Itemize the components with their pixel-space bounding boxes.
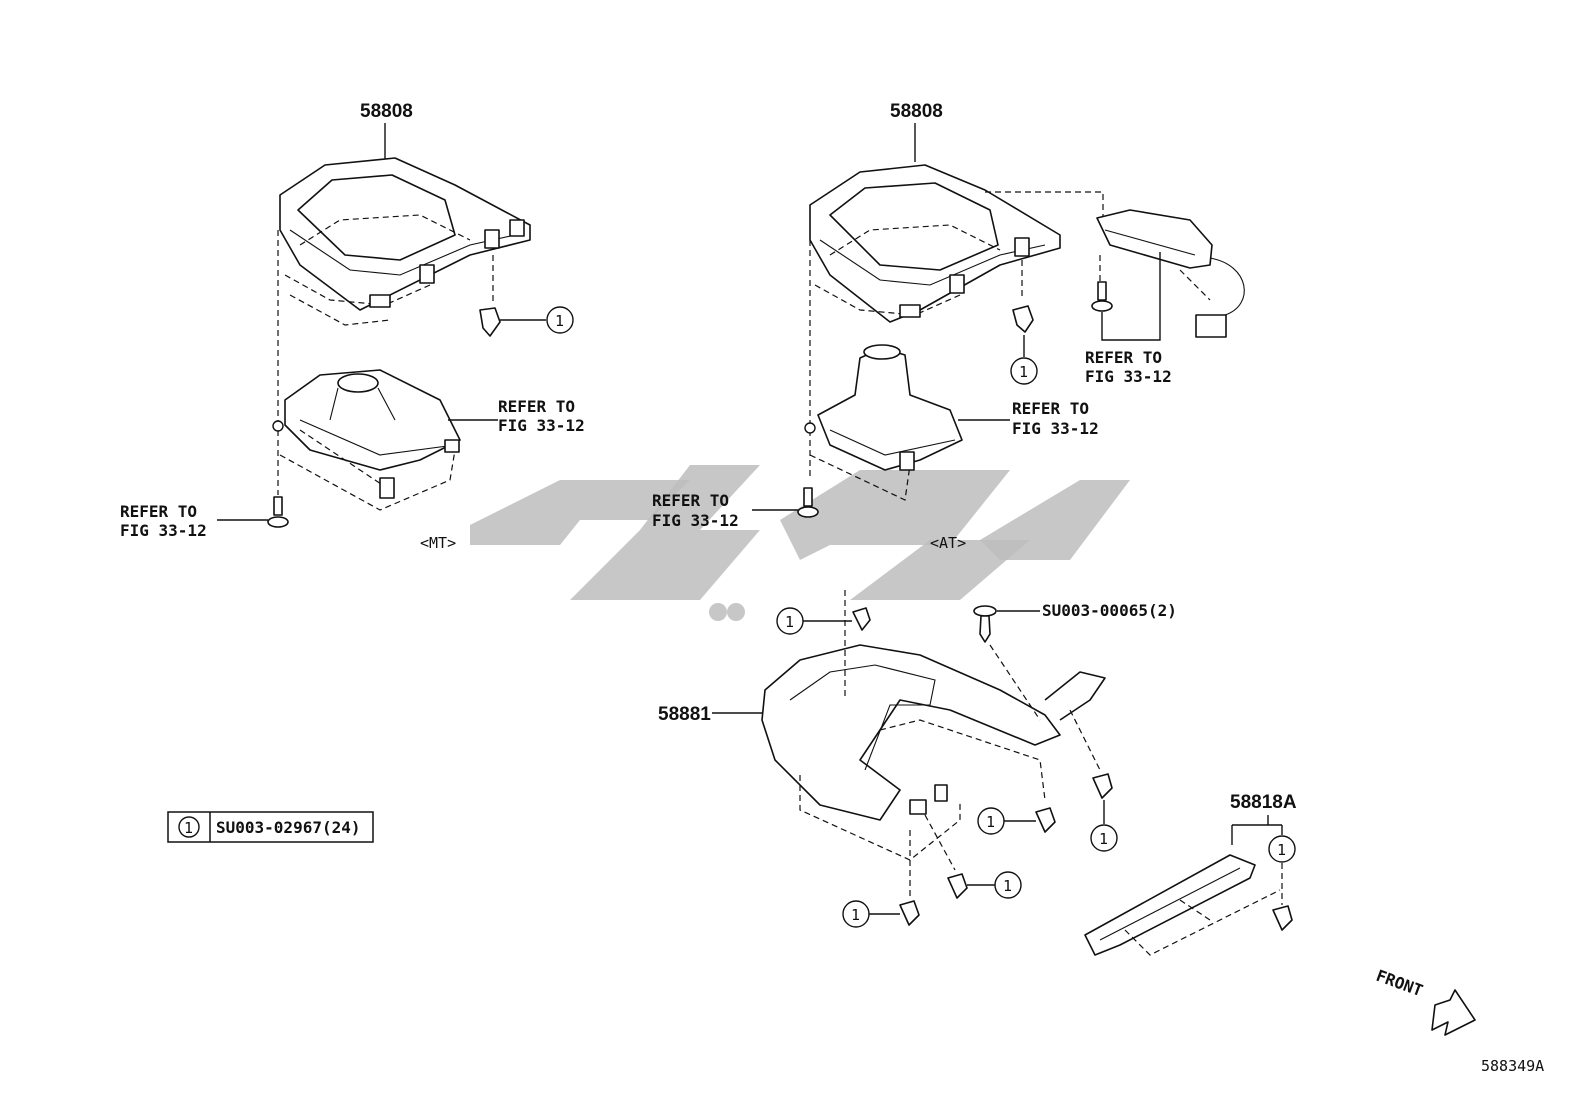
mt-boot-refer-line1: REFER TO [498, 397, 575, 416]
svg-text:1: 1 [851, 906, 860, 924]
legend-marker: 1 [184, 819, 193, 837]
mt-boot-refer-line2: FIG 33-12 [498, 416, 585, 435]
at-switch-refer-line1: REFER TO [1085, 348, 1162, 367]
front-label: FRONT [1374, 966, 1426, 1000]
clip-marker-text: 1 [555, 312, 564, 330]
svg-text:1: 1 [1099, 830, 1108, 848]
bracket-58818A: 58818A 1 [1084, 792, 1297, 956]
svg-text:1: 1 [1277, 841, 1286, 859]
svg-text:1: 1 [785, 613, 794, 631]
svg-text:1: 1 [1003, 877, 1012, 895]
panel-screw: SU003-00065(2) [973, 601, 1177, 721]
svg-text:1: 1 [1019, 363, 1028, 381]
at-bezel-58808: 58808 [809, 101, 1104, 323]
diagram-id: 588349A [1481, 1057, 1544, 1075]
at-bolt: REFER TO FIG 33-12 [652, 487, 819, 530]
svg-text:1: 1 [986, 813, 995, 831]
bracket-part-number: 58818A [1230, 792, 1297, 813]
at-bolt-refer-line1: REFER TO [652, 491, 729, 510]
mt-bolt-refer-line1: REFER TO [120, 502, 197, 521]
at-switch-module: REFER TO FIG 33-12 [1085, 209, 1245, 386]
panel-part-number: 58881 [658, 704, 711, 725]
mt-bezel-part-number: 58808 [360, 101, 413, 122]
at-variant-label: <AT> [930, 534, 966, 552]
watermark-logo [470, 465, 1130, 621]
console-panel-58881: 58881 [658, 590, 1106, 861]
at-bezel-clip: 1 [1010, 260, 1038, 385]
legend-box: 1 SU003-02967(24) [167, 811, 374, 843]
front-arrow-icon [1431, 989, 1476, 1036]
mt-shift-boot: REFER TO FIG 33-12 [272, 230, 585, 511]
at-bolt-refer-line2: FIG 33-12 [652, 511, 739, 530]
mt-bolt-refer-line2: FIG 33-12 [120, 521, 207, 540]
legend-part-number: SU003-02967(24) [216, 818, 361, 837]
at-bezel-part-number: 58808 [890, 101, 943, 122]
mt-bezel-58808: 58808 [279, 101, 531, 326]
at-boot-refer-line1: REFER TO [1012, 399, 1089, 418]
panel-clips: 1 1 1 1 1 [776, 607, 1118, 928]
panel-screw-part-number: SU003-00065(2) [1042, 601, 1177, 620]
clip-marker-circle [546, 306, 574, 334]
mt-variant-label: <MT> [420, 534, 456, 552]
front-indicator: FRONT [1374, 966, 1476, 1036]
at-switch-refer-line2: FIG 33-12 [1085, 367, 1172, 386]
mt-bolt: REFER TO FIG 33-12 [120, 496, 289, 540]
mt-bezel-clip: 1 [479, 255, 574, 337]
at-shift-boot: REFER TO FIG 33-12 [804, 240, 1099, 501]
at-boot-refer-line2: FIG 33-12 [1012, 419, 1099, 438]
